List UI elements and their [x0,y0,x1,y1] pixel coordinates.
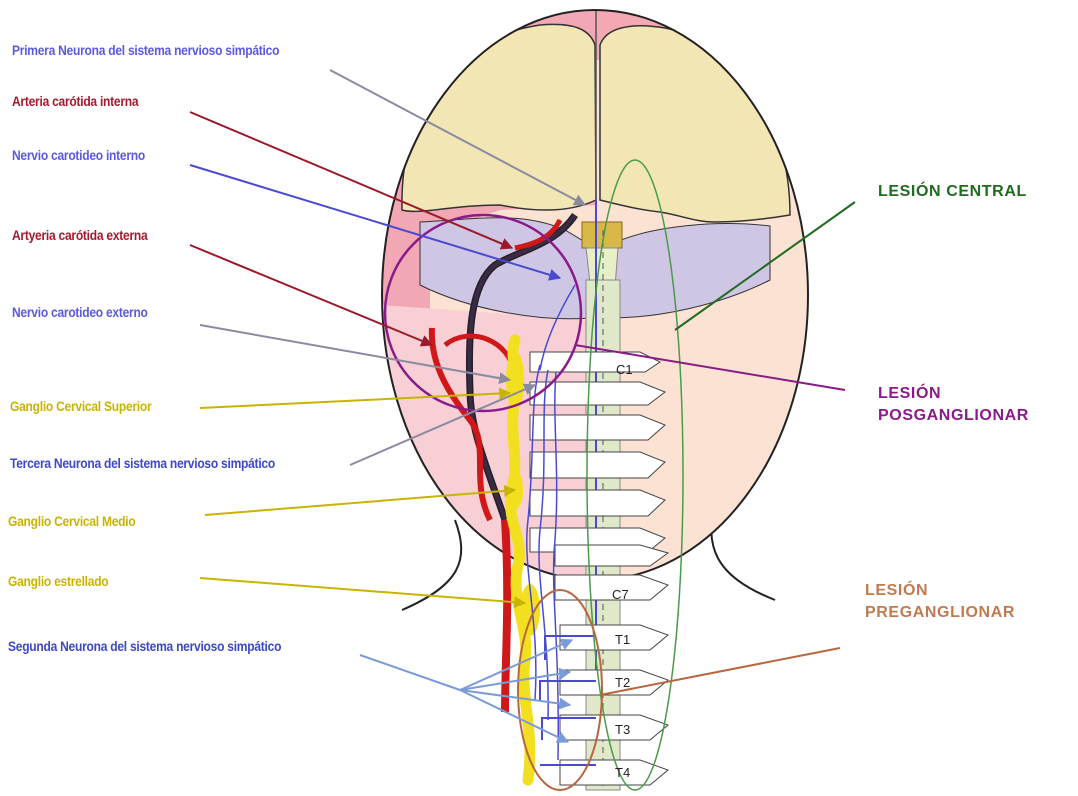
label-lesion-central: LESIÓN CENTRAL [878,181,1027,203]
vertebra [530,415,665,440]
label-segunda-neurona: Segunda Neurona del sistema nervioso sim… [8,638,281,654]
label-lesion-posganglionar: LESIÓN POSGANGLIONAR [878,383,1029,427]
lesion-posganglionar-line-1: LESIÓN [878,383,1029,405]
label-nervio-carotideo-interno: Nervio carotideo interno [12,147,145,163]
label-ganglio-cervical-medio: Ganglio Cervical Medio [8,513,135,529]
label-ganglio-estrellado: Ganglio estrellado [8,573,108,589]
vertebra [560,625,668,650]
vertebra-label-t3: T3 [615,722,630,737]
lesion-posganglionar-line-2: POSGANGLIONAR [878,405,1029,427]
label-primera-neurona: Primera Neurona del sistema nervioso sim… [12,42,279,58]
vertebra-label-t1: T1 [615,632,630,647]
lesion-central-text: LESIÓN CENTRAL [878,181,1027,203]
lesion-preganglionar-line-2: PREGANGLIONAR [865,602,1015,624]
vertebra-label-t2: T2 [615,675,630,690]
vertebra [530,490,665,516]
lesion-preganglionar-line-1: LESIÓN [865,580,1015,602]
label-ganglio-cervical-superior: Ganglio Cervical Superior [10,398,151,414]
label-nervio-carotideo-externo: Nervio carotideo externo [12,304,148,320]
label-lesion-preganglionar: LESIÓN PREGANGLIONAR [865,580,1015,624]
vertebra [555,545,668,566]
label-arteria-carotida-externa: Artyeria carótida externa [12,227,147,243]
label-arteria-carotida-interna: Arteria carótida interna [12,93,138,109]
vertebra-label-c7: C7 [612,587,629,602]
vertebra-label-c1: C1 [616,362,633,377]
label-tercera-neurona: Tercera Neurona del sistema nervioso sim… [10,455,275,471]
vertebra-label-t4: T4 [615,765,630,780]
cerebrum-left [402,24,596,211]
vertebra [530,452,665,478]
cerebrum-right [600,26,790,222]
pointer-ganglio-estrellado [200,578,525,603]
